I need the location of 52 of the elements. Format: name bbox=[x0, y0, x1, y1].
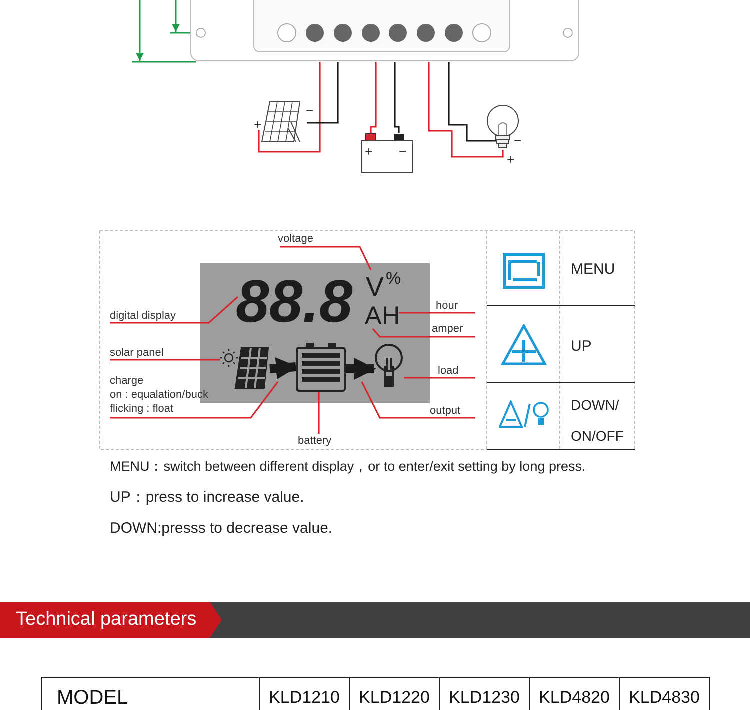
leader-line bbox=[318, 392, 320, 434]
polarity-sign: + bbox=[507, 153, 515, 166]
wire bbox=[258, 62, 321, 153]
leader-line bbox=[361, 382, 475, 419]
arrow bbox=[346, 358, 376, 380]
callout-label: on : equalation/buck bbox=[110, 388, 210, 402]
table-cell: KLD1230 bbox=[439, 678, 529, 710]
unit-symbol: H bbox=[382, 301, 399, 331]
leader-line bbox=[399, 312, 475, 314]
callout-label: hour bbox=[436, 299, 460, 313]
leader-line bbox=[404, 377, 475, 379]
description-text: MENU：switch between different display，or to enter/exit setting by long press. bbox=[110, 458, 586, 476]
table-cell: KLD1210 bbox=[259, 678, 349, 710]
callout-label: flicking : float bbox=[110, 402, 175, 416]
polarity-sign: − bbox=[306, 104, 314, 117]
button-label: DOWN/ ON/OFF bbox=[571, 396, 625, 446]
leader-line bbox=[110, 359, 220, 361]
table-cell-text: MODEL bbox=[56, 686, 130, 710]
section-heading: Technical parameters bbox=[0, 602, 222, 638]
unit-symbol: A bbox=[365, 301, 382, 331]
leader-line bbox=[110, 296, 239, 324]
leader-line bbox=[280, 246, 372, 270]
button-label: UP bbox=[571, 337, 592, 357]
unit-symbol: % bbox=[386, 270, 402, 287]
callout-label: solar panel bbox=[110, 346, 165, 360]
callout-label: battery bbox=[298, 434, 333, 448]
polarity-sign: + bbox=[365, 145, 373, 158]
callout-label: digital display bbox=[110, 309, 178, 323]
table-cell: KLD1220 bbox=[349, 678, 439, 710]
polarity-sign: + bbox=[254, 118, 262, 131]
callout-label: amper bbox=[432, 322, 464, 336]
button-label: MENU bbox=[571, 260, 616, 280]
description-text: UP：press to increase value. bbox=[110, 488, 304, 508]
callout-label: load bbox=[438, 364, 460, 378]
arrow bbox=[270, 358, 298, 380]
wire bbox=[370, 62, 377, 133]
segment-digits: 88.8 bbox=[236, 272, 353, 332]
description-text: DOWN:presss to decrease value. bbox=[110, 519, 333, 539]
wire bbox=[307, 62, 339, 124]
wire bbox=[448, 62, 496, 142]
wire bbox=[428, 62, 504, 158]
unit-symbol: V bbox=[366, 272, 386, 302]
wire bbox=[394, 62, 400, 133]
polarity-sign: − bbox=[399, 145, 407, 158]
table-cell: KLD4830 bbox=[619, 678, 709, 710]
leader-line bbox=[372, 328, 475, 338]
callout-label: charge bbox=[110, 374, 145, 388]
table-cell: KLD4820 bbox=[529, 678, 619, 710]
polarity-sign: − bbox=[514, 134, 522, 147]
callout-label: voltage bbox=[278, 232, 314, 246]
leader-line bbox=[110, 382, 279, 419]
callout-label: output bbox=[430, 404, 462, 418]
